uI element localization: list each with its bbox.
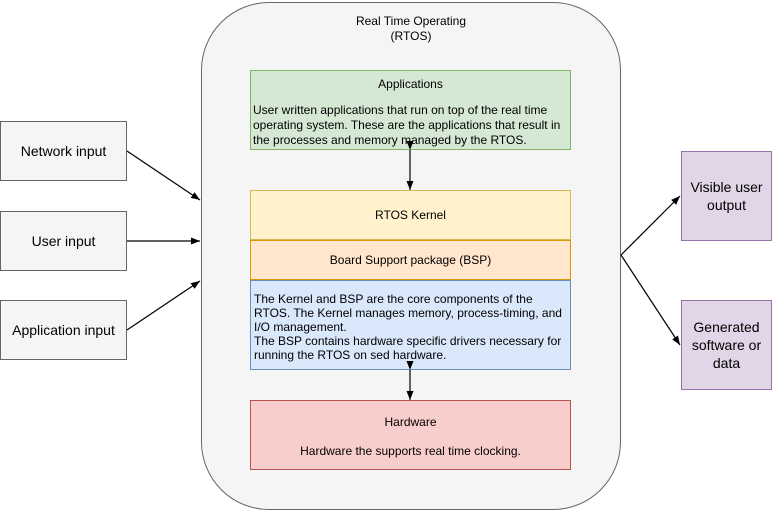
hardware-layer: Hardware Hardware the supports real time… — [250, 400, 571, 470]
hardware-title: Hardware — [384, 415, 437, 429]
applications-layer: Applications User written applications t… — [250, 70, 571, 150]
visible-user-output-box: Visible user output — [681, 151, 772, 241]
kernel-title: RTOS Kernel — [375, 208, 446, 222]
rtos-title: Real Time Operating (RTOS) — [355, 14, 467, 43]
rtos-to-generated-output-arrow — [620, 254, 681, 346]
network-to-rtos-arrow — [126, 150, 201, 201]
application-to-rtos-arrow — [126, 280, 201, 331]
bsp-layer: Board Support package (BSP) — [250, 240, 571, 280]
network-input-box: Network input — [0, 121, 127, 181]
rtos-kernel-layer: RTOS Kernel — [250, 190, 571, 240]
applications-title: Applications — [378, 77, 443, 91]
user-input-box: User input — [0, 211, 127, 271]
application-input-box: Application input — [0, 300, 127, 360]
rtos-to-visible-output-arrow — [620, 195, 681, 256]
core-description-box: The Kernel and BSP are the core componen… — [250, 280, 571, 370]
applications-description: User written applications that run on to… — [253, 103, 561, 147]
hardware-description: Hardware the supports real time clocking… — [300, 444, 521, 458]
bsp-title: Board Support package (BSP) — [329, 253, 492, 267]
generated-software-box: Generated software or data — [681, 300, 772, 390]
